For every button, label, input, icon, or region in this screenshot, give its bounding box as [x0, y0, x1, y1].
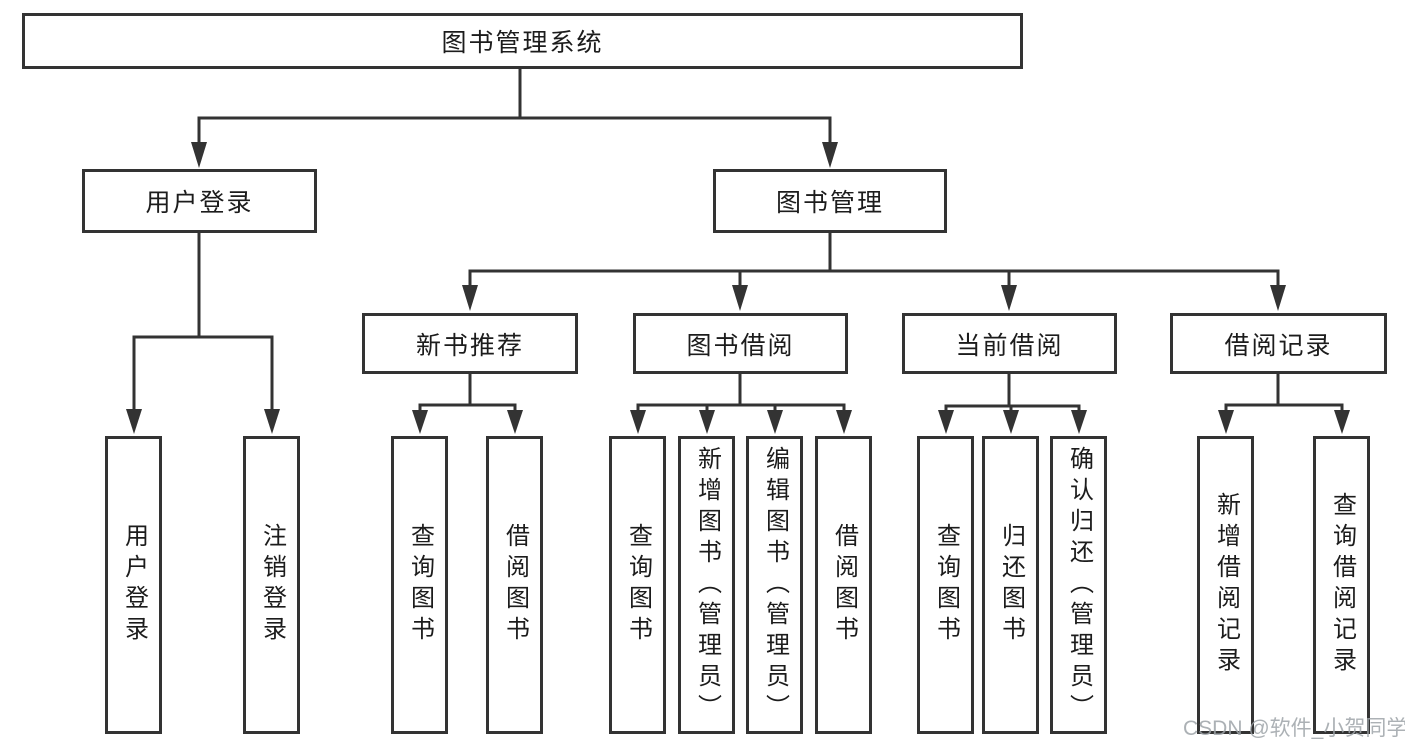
node-book-management: 图书管理: [713, 169, 947, 233]
node-new-book-recommend: 新书推荐: [362, 313, 578, 374]
node-root-system: 图书管理系统: [22, 13, 1023, 69]
node-leaf-add-borrow-record-label: 新增借阅记录: [1212, 492, 1240, 678]
node-book-management-label: 图书管理: [775, 189, 884, 217]
node-leaf-query-books-recommend-label: 查询图书: [406, 523, 434, 647]
node-leaf-query-books-current-label: 查询图书: [932, 523, 960, 647]
connector-current-borrow-branch: [938, 372, 1087, 434]
node-current-borrow-label: 当前借阅: [955, 331, 1064, 360]
connector-borrow-records-branch: [1218, 372, 1350, 434]
node-leaf-confirm-return-admin-label: 确认归还（管理员）: [1065, 445, 1093, 725]
node-leaf-logout: 注销登录: [243, 436, 300, 734]
node-leaf-return-books-label: 归还图书: [997, 523, 1025, 647]
node-new-book-recommend-label: 新书推荐: [415, 331, 524, 360]
node-leaf-query-books-current: 查询图书: [917, 436, 974, 734]
connector-book-borrow-branch: [630, 372, 852, 434]
node-leaf-borrow-books-label: 借阅图书: [830, 523, 858, 647]
node-leaf-query-books-borrow-label: 查询图书: [624, 523, 652, 647]
node-root-system-label: 图书管理系统: [441, 29, 604, 57]
node-leaf-borrow-books: 借阅图书: [815, 436, 872, 734]
node-leaf-borrow-books-recommend-label: 借阅图书: [501, 523, 529, 647]
csdn-watermark: CSDN @软件_小贺同学: [1183, 717, 1405, 740]
node-current-borrow: 当前借阅: [902, 313, 1117, 374]
node-leaf-edit-books-admin-label: 编辑图书（管理员）: [761, 445, 789, 725]
node-leaf-user-login: 用户登录: [105, 436, 162, 734]
connector-new-book-branch: [412, 372, 523, 434]
node-user-login-label: 用户登录: [145, 189, 254, 217]
node-leaf-confirm-return-admin: 确认归还（管理员）: [1050, 436, 1107, 734]
node-leaf-query-books-borrow: 查询图书: [609, 436, 666, 734]
node-leaf-add-books-admin-label: 新增图书（管理员）: [693, 445, 721, 725]
connector-book-management-branch: [462, 231, 1286, 311]
connector-root-to-level1: [191, 67, 838, 168]
node-leaf-user-login-label: 用户登录: [120, 523, 148, 647]
node-leaf-query-borrow-record: 查询借阅记录: [1313, 436, 1370, 734]
node-leaf-borrow-books-recommend: 借阅图书: [486, 436, 543, 734]
node-leaf-return-books: 归还图书: [982, 436, 1039, 734]
node-leaf-logout-label: 注销登录: [258, 523, 286, 647]
node-book-borrow: 图书借阅: [633, 313, 848, 374]
node-borrow-records-label: 借阅记录: [1224, 331, 1333, 360]
node-book-borrow-label: 图书借阅: [686, 331, 795, 360]
connector-user-login-branch: [126, 231, 280, 434]
node-leaf-query-books-recommend: 查询图书: [391, 436, 448, 734]
node-leaf-add-borrow-record: 新增借阅记录: [1197, 436, 1254, 734]
node-user-login: 用户登录: [82, 169, 317, 233]
node-leaf-query-borrow-record-label: 查询借阅记录: [1328, 492, 1356, 678]
node-borrow-records: 借阅记录: [1170, 313, 1387, 374]
node-leaf-edit-books-admin: 编辑图书（管理员）: [746, 436, 803, 734]
node-leaf-add-books-admin: 新增图书（管理员）: [678, 436, 735, 734]
